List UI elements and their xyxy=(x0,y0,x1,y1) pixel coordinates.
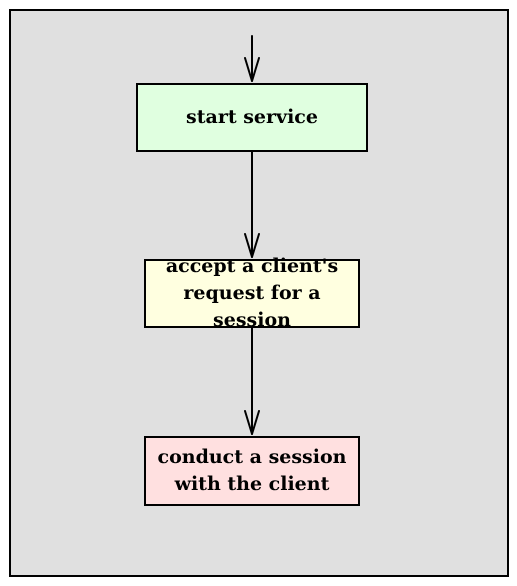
conduct-session-node: conduct a session with the client xyxy=(144,436,360,506)
accept-request-node: accept a client's request for a session xyxy=(144,255,360,331)
start-service-node: start service xyxy=(136,83,368,152)
